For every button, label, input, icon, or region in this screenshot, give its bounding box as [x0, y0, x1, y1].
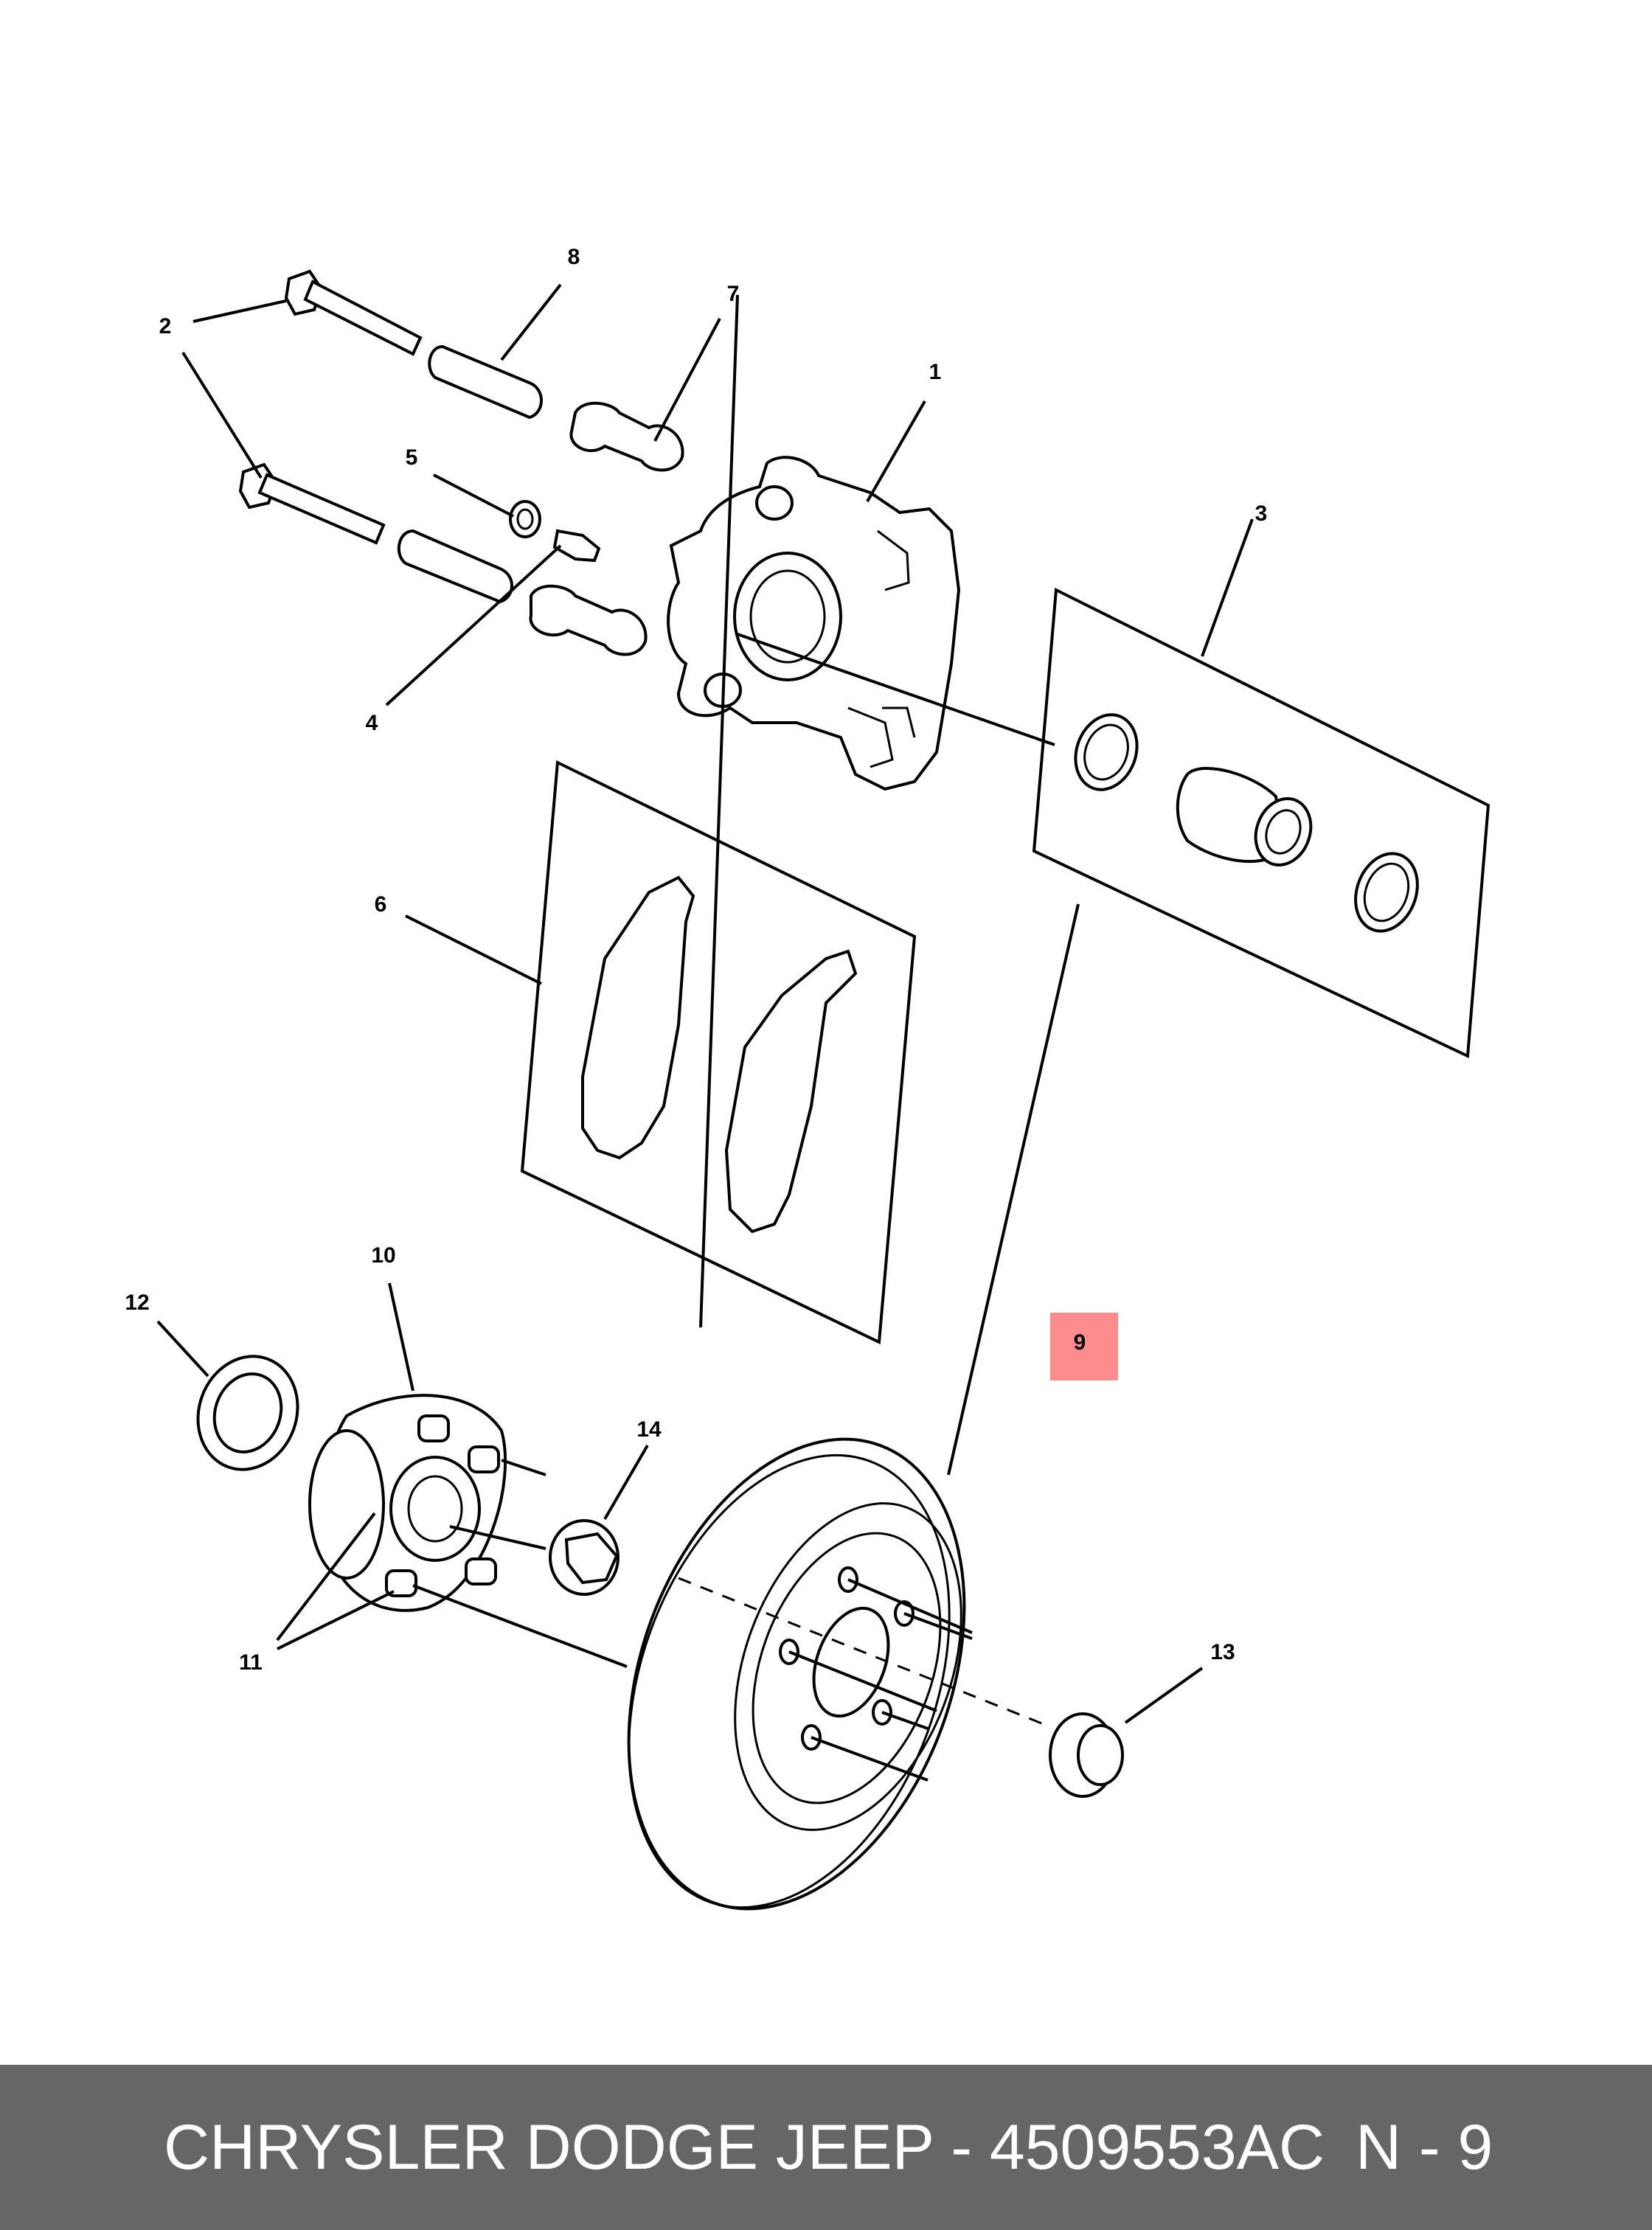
callout-6: 6 [375, 892, 387, 917]
bushing-and-bleeder [509, 500, 601, 563]
pad-kit-box [520, 760, 917, 1345]
callout-5: 5 [406, 445, 418, 470]
caliper [667, 456, 961, 791]
rotor [627, 1437, 966, 1911]
leader-lines [156, 283, 1254, 1724]
hub [308, 1394, 507, 1612]
dust-cap [1049, 1712, 1124, 1798]
callout-3: 3 [1255, 501, 1268, 526]
callouts: 1 2 3 4 5 6 7 8 9 10 11 12 13 14 [125, 245, 1267, 1675]
callout-1: 1 [929, 360, 942, 384]
boots [529, 401, 684, 656]
exploded-parts-diagram: 1 2 3 4 5 6 7 8 9 10 11 12 13 14 [125, 245, 1490, 1911]
callout-12: 12 [125, 1291, 149, 1315]
callout-14: 14 [636, 1417, 662, 1442]
callout-2: 2 [159, 314, 172, 338]
callout-10: 10 [371, 1243, 395, 1268]
callout-13: 13 [1210, 1640, 1235, 1664]
callout-4: 4 [366, 711, 378, 735]
footer-part-code: N - 9 [1356, 2112, 1493, 2183]
callout-9: 9 [1074, 1330, 1086, 1355]
nut [549, 1519, 620, 1596]
callout-11: 11 [239, 1650, 263, 1675]
caliper-bolts [238, 269, 423, 545]
footer-title: CHRYSLER DODGE JEEP - 4509553AC [164, 2112, 1325, 2183]
callout-8: 8 [568, 245, 580, 269]
callout-7: 7 [727, 282, 740, 306]
seal [196, 1355, 299, 1471]
footer-bar: CHRYSLER DODGE JEEP - 4509553AC N - 9 [0, 2065, 1652, 2230]
piston-kit-box [1032, 587, 1490, 1059]
bolt-sleeves [398, 344, 543, 604]
callout-9-highlight [1050, 1313, 1118, 1380]
